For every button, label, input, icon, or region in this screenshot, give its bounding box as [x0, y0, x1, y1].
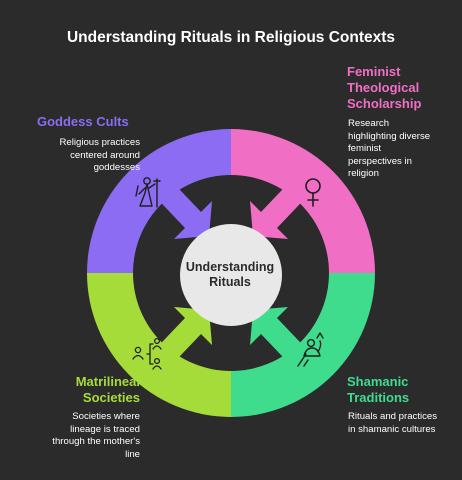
female-symbol-icon [305, 178, 321, 207]
quadrant-feminist [231, 129, 375, 273]
goddess-figure-icon [135, 177, 161, 208]
shaman-icon [297, 332, 324, 367]
goddess-cults-label: Goddess Cults [37, 114, 129, 129]
center-circle [180, 224, 282, 326]
shamanic-traditions-description: Rituals and practices in shamanic cultur… [348, 411, 438, 435]
arrow-goddess [146, 171, 212, 239]
quadrant-matrilineal [87, 273, 231, 417]
center-label: Understanding Rituals [185, 260, 275, 289]
quadrant-goddess [87, 129, 231, 273]
arrow-shamanic [250, 307, 316, 375]
arrow-matrilineal [146, 307, 212, 375]
feminist-scholarship-description: Research highlighting diverse feminist p… [348, 118, 431, 179]
diagram-title: Understanding Rituals in Religious Conte… [66, 29, 396, 46]
lineage-tree-icon [132, 337, 162, 370]
arrow-feminist [250, 171, 316, 239]
goddess-cults-description: Religious practices centered around godd… [59, 137, 140, 173]
quadrant-shamanic [231, 273, 375, 417]
matrilineal-societies-description: Societies where lineage is traced throug… [52, 411, 140, 460]
feminist-scholarship-label: Feminist Theological Scholarship [347, 64, 422, 111]
shamanic-traditions-label: Shamanic Traditions [347, 374, 410, 405]
matrilineal-societies-label: Matrilineal Societies [75, 374, 140, 405]
